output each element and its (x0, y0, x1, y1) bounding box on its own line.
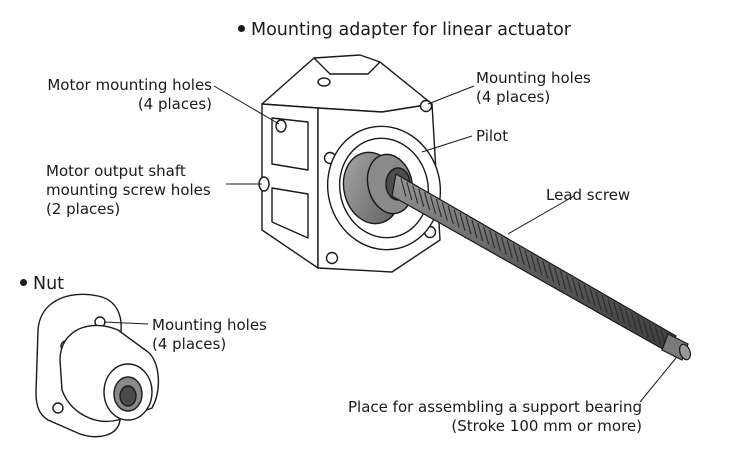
screw-thread (571, 277, 578, 297)
bullet-icon (238, 25, 245, 32)
nut (35, 293, 160, 438)
screw-thread (500, 236, 507, 255)
motor-mounting-hole (275, 119, 287, 133)
label-pilot: Pilot (476, 127, 509, 145)
screw-thread (536, 257, 543, 276)
label-lead-screw: Lead screw (546, 186, 631, 204)
screw-thread (489, 229, 496, 249)
screw-thread (648, 322, 655, 341)
front-hole-bl (325, 251, 339, 265)
label-adapter-mounting-holes: Mounting holes (4 places) (476, 69, 591, 106)
screw-thread (542, 260, 549, 280)
screw-thread (548, 264, 555, 283)
screw-thread (447, 205, 454, 225)
front-hole-tr (419, 99, 433, 113)
screw-thread (471, 219, 478, 238)
screw-thread (589, 288, 596, 307)
screw-thread (560, 271, 567, 290)
screw-thread (483, 226, 490, 245)
screw-thread (601, 295, 608, 314)
screw-thread (583, 284, 590, 304)
screw-thread (642, 319, 649, 338)
screw-thread (613, 301, 620, 321)
screw-thread (453, 209, 460, 228)
nut-section-heading: Nut (20, 274, 64, 295)
screw-thread (636, 315, 643, 334)
screw-thread (429, 195, 437, 214)
screw-thread (459, 212, 466, 231)
screw-thread (406, 181, 413, 201)
label-motor-output-shaft: Motor output shaft mounting screw holes … (46, 162, 211, 218)
screw-thread (506, 240, 513, 259)
screw-thread (625, 308, 632, 328)
label-nut-mounting-holes: Mounting holes (4 places) (152, 316, 267, 353)
screw-thread (554, 267, 561, 286)
screw-thread (435, 198, 442, 218)
nut-hole-3 (52, 402, 64, 414)
screw-thread (512, 243, 519, 262)
screw-thread (412, 185, 419, 204)
screw-thread (577, 281, 584, 300)
screw-thread (524, 250, 531, 269)
screw-thread (619, 305, 626, 324)
label-support-bearing: Place for assembling a support bearing (… (348, 398, 642, 435)
screw-thread (424, 192, 431, 211)
screw-thread (400, 178, 407, 197)
screw-thread (518, 246, 525, 266)
nut-section-title: Nut (33, 274, 65, 294)
leader-lines (103, 85, 677, 403)
adapter-section-title: Mounting adapter for linear actuator (251, 20, 571, 40)
screw-thread (494, 233, 502, 252)
screw-thread (418, 188, 425, 207)
screw-thread (630, 312, 638, 331)
screw-thread (465, 216, 472, 235)
label-motor-mounting-holes: Motor mounting holes (4 places) (47, 76, 212, 113)
bullet-icon (20, 279, 27, 286)
screw-thread (441, 202, 448, 221)
screw-thread (565, 274, 573, 293)
adapter-section-heading: Mounting adapter for linear actuator (238, 20, 571, 41)
screw-thread (607, 298, 614, 317)
lead-screw (391, 173, 692, 361)
screw-thread (654, 325, 661, 345)
screw-thread (595, 291, 602, 310)
screw-thread (530, 253, 537, 273)
screw-thread (477, 222, 484, 242)
top-hole (317, 77, 331, 87)
